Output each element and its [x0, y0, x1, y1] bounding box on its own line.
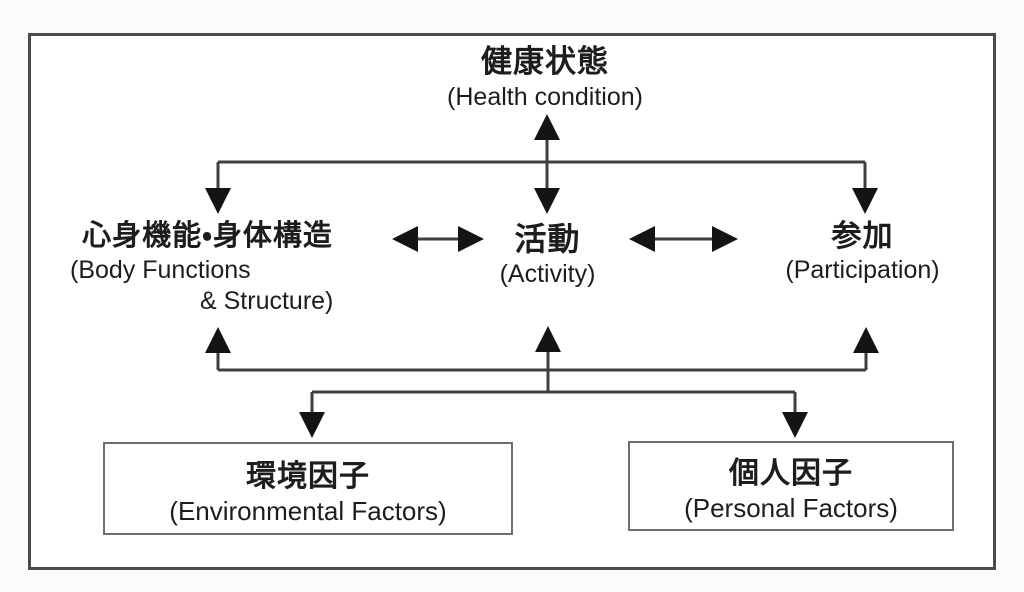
body-functions-label-en-line2: & Structure) — [200, 286, 334, 315]
node-body-functions: 心身機能・身体構造 (Body Functions & Structure) — [40, 219, 375, 316]
node-participation: 参加 (Participation) — [770, 219, 955, 286]
environmental-factors-label-en: (Environmental Factors) — [169, 495, 447, 526]
participation-label-jp: 参加 — [831, 220, 894, 253]
personal-factors-label-jp: 個人因子 — [729, 457, 853, 490]
personal-factors-label-en: (Personal Factors) — [684, 493, 898, 523]
health-condition-label-en: (Health condition) — [447, 82, 643, 111]
node-activity: 活動 (Activity) — [460, 221, 635, 289]
body-functions-label-jp: 心身機能・身体構造 — [82, 220, 333, 252]
health-condition-label-jp: 健康状態 — [481, 44, 609, 79]
activity-label-jp: 活動 — [514, 221, 581, 257]
node-health-condition: 健康状態 (Health condition) — [345, 44, 745, 112]
body-functions-label-en-line1: (Body Functions — [70, 256, 251, 285]
box-environmental-factors: 環境因子 (Environmental Factors) — [103, 442, 513, 535]
box-personal-factors: 個人因子 (Personal Factors) — [628, 441, 954, 531]
environmental-factors-label-jp: 環境因子 — [246, 459, 370, 493]
participation-label-en: (Participation) — [785, 256, 940, 285]
activity-label-en: (Activity) — [499, 259, 596, 288]
